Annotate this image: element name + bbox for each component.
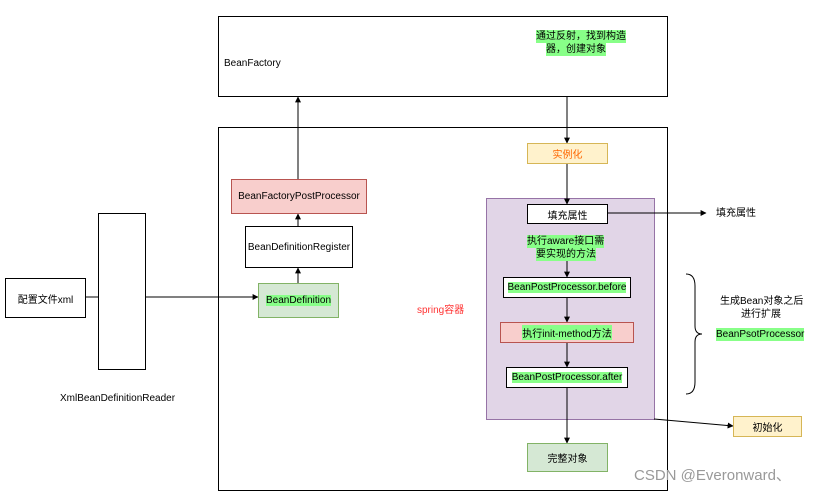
bean-factory-label: BeanFactory bbox=[224, 58, 281, 69]
xml-reader-label: XmlBeanDefinitionReader bbox=[60, 393, 176, 404]
spring-container-label: spring容器 bbox=[417, 305, 465, 316]
bean-factory-box bbox=[218, 16, 668, 97]
aware-note-line2: 要实现的方法 bbox=[536, 248, 596, 261]
reflection-note-line2: 器，创建对象 bbox=[546, 43, 606, 56]
bpp-after-node: BeanPostProcessor.after bbox=[506, 367, 628, 388]
complete-object-label: 完整对象 bbox=[547, 454, 588, 465]
fill-properties-side-label: 填充属性 bbox=[716, 208, 756, 219]
bean-psot-processor-label: BeanPsotProcessor bbox=[716, 328, 805, 341]
config-xml-label: 配置文件xml bbox=[17, 294, 74, 306]
bean-factory-post-processor-label: BeanFactoryPostProcessor bbox=[238, 191, 360, 202]
bean-definition-register-label: BeanDefinitionRegister bbox=[247, 241, 351, 253]
bean-definition-register-node: BeanDefinitionRegister bbox=[245, 226, 353, 268]
init-method-node: 执行init-method方法 bbox=[500, 322, 634, 343]
xml-reader-box bbox=[98, 213, 146, 370]
bean-definition-label: BeanDefinition bbox=[265, 295, 332, 306]
arrow-region-to-initialize bbox=[653, 418, 734, 429]
extension-note-line1: 生成Bean对象之后 bbox=[720, 296, 804, 307]
bean-definition-node: BeanDefinition bbox=[258, 283, 339, 318]
complete-object-node: 完整对象 bbox=[527, 443, 608, 472]
fill-properties-label: 填充属性 bbox=[547, 210, 588, 222]
bean-factory-post-processor-node: BeanFactoryPostProcessor bbox=[231, 179, 367, 214]
curly-brace bbox=[685, 273, 703, 395]
initialize-node: 初始化 bbox=[733, 416, 802, 437]
extension-note-line2: 进行扩展 bbox=[741, 309, 781, 320]
fill-properties-node: 填充属性 bbox=[527, 204, 608, 224]
watermark: CSDN @Everonward、 bbox=[634, 467, 791, 484]
instantiate-label: 实例化 bbox=[552, 150, 583, 161]
instantiate-node: 实例化 bbox=[527, 143, 608, 164]
bpp-before-node: BeanPostProcessor.before bbox=[503, 277, 631, 298]
config-xml-node: 配置文件xml bbox=[5, 278, 86, 318]
initialize-label: 初始化 bbox=[752, 423, 783, 434]
bpp-after-label: BeanPostProcessor.after bbox=[511, 372, 623, 383]
init-method-label: 执行init-method方法 bbox=[522, 325, 612, 340]
aware-note-line1: 执行aware接口需 bbox=[527, 235, 605, 248]
reflection-note-line1: 通过反射，找到构造 bbox=[536, 30, 626, 43]
bpp-before-label: BeanPostProcessor.before bbox=[507, 282, 627, 293]
